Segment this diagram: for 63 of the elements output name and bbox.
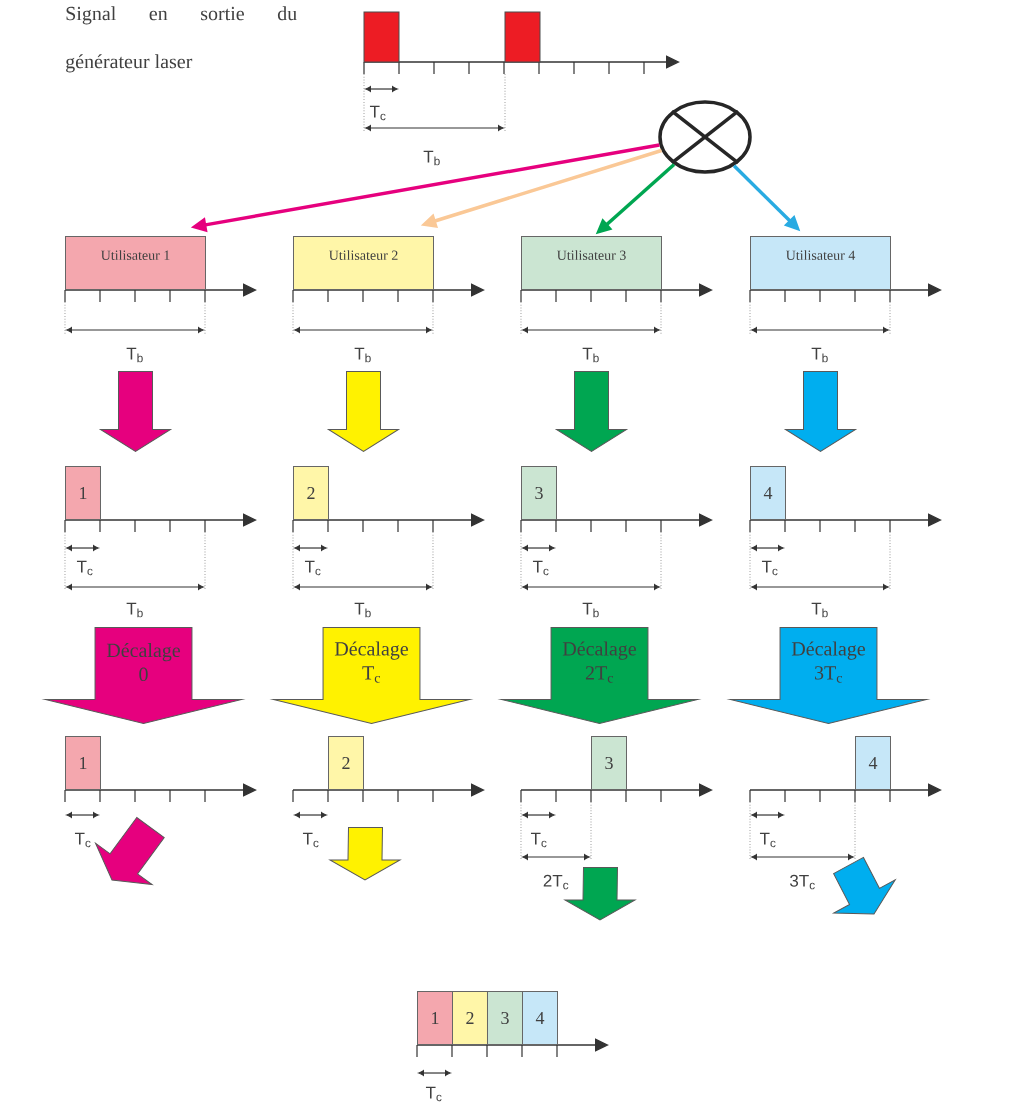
chip-box: 1	[65, 736, 101, 790]
time-label: T$_{b}$	[582, 347, 599, 363]
time-label: T$_{c}$	[76, 560, 93, 576]
edge-label: Décalage T$_{c}$	[328, 640, 415, 684]
block-arrow	[95, 817, 165, 885]
chip-box: 3	[591, 736, 627, 790]
time-label: T$_{c}$	[532, 560, 549, 576]
timeline-panel	[749, 236, 942, 363]
time-label: T$_{b}$	[126, 602, 143, 618]
chip-box: 3	[521, 466, 557, 520]
time-label: T$_{b}$	[811, 602, 828, 618]
timeline-panel	[292, 236, 485, 363]
chip-box: 2	[328, 736, 364, 790]
time-label: 3T$_{c}$	[790, 874, 815, 890]
block-arrow	[564, 867, 636, 921]
chip-box: 4	[855, 736, 891, 790]
timeline-panel	[749, 466, 942, 618]
time-label: T$_{c}$	[74, 832, 91, 848]
time-label: T$_{b}$	[354, 602, 371, 618]
timeline-panel	[520, 736, 713, 890]
chip-box: 2	[293, 466, 329, 520]
time-label: T$_{c}$	[425, 1086, 442, 1102]
time-label: T$_{c}$	[530, 832, 547, 848]
timeline-panel	[292, 736, 485, 848]
timeline-panel	[749, 736, 942, 890]
user-box: Utilisateur 2	[293, 236, 434, 290]
block-arrow	[556, 371, 627, 452]
time-label: T$_{c}$	[761, 560, 778, 576]
chip-box: 1	[417, 991, 453, 1045]
block-arrow	[329, 827, 401, 881]
user-box: Utilisateur 4	[750, 236, 891, 290]
chip-box: 3	[487, 991, 523, 1045]
block-arrow	[785, 371, 856, 452]
timeline-panel	[64, 236, 257, 363]
time-label: T$_{c}$	[759, 832, 776, 848]
edge-label: Décalage 0	[100, 642, 187, 683]
timeline-panel	[64, 736, 257, 848]
chip-box: 4	[522, 991, 558, 1045]
block-arrow	[100, 371, 171, 452]
time-label: T$_{c}$	[369, 105, 386, 121]
chip-box: 2	[452, 991, 488, 1045]
time-label: T$_{b}$	[811, 347, 828, 363]
edge-label: Décalage 3T$_{c}$	[785, 640, 872, 684]
time-label: 2T$_{c}$	[543, 874, 569, 890]
coupler-symbol	[658, 100, 752, 174]
user-box: Utilisateur 1	[65, 236, 206, 290]
user-box: Utilisateur 3	[521, 236, 662, 290]
block-arrow	[833, 856, 896, 915]
time-label: T$_{b}$	[582, 602, 599, 618]
time-label: T$_{b}$	[354, 347, 371, 363]
edge-label: Décalage 2T$_{c}$	[556, 640, 643, 684]
chip-box: 1	[65, 466, 101, 520]
caption-text: Signal en sortie du générateur laser	[66, 6, 297, 73]
time-label: T$_{b}$	[126, 347, 143, 363]
chip-box: 4	[750, 466, 786, 520]
timeline-panel	[520, 236, 713, 363]
timeline-panel	[64, 466, 257, 618]
timeline-panel	[520, 466, 713, 618]
timeline-panel	[292, 466, 485, 618]
time-label: T$_{b}$	[423, 150, 440, 166]
block-arrow	[328, 371, 399, 452]
time-label: T$_{c}$	[304, 560, 321, 576]
time-label: T$_{c}$	[302, 832, 319, 848]
